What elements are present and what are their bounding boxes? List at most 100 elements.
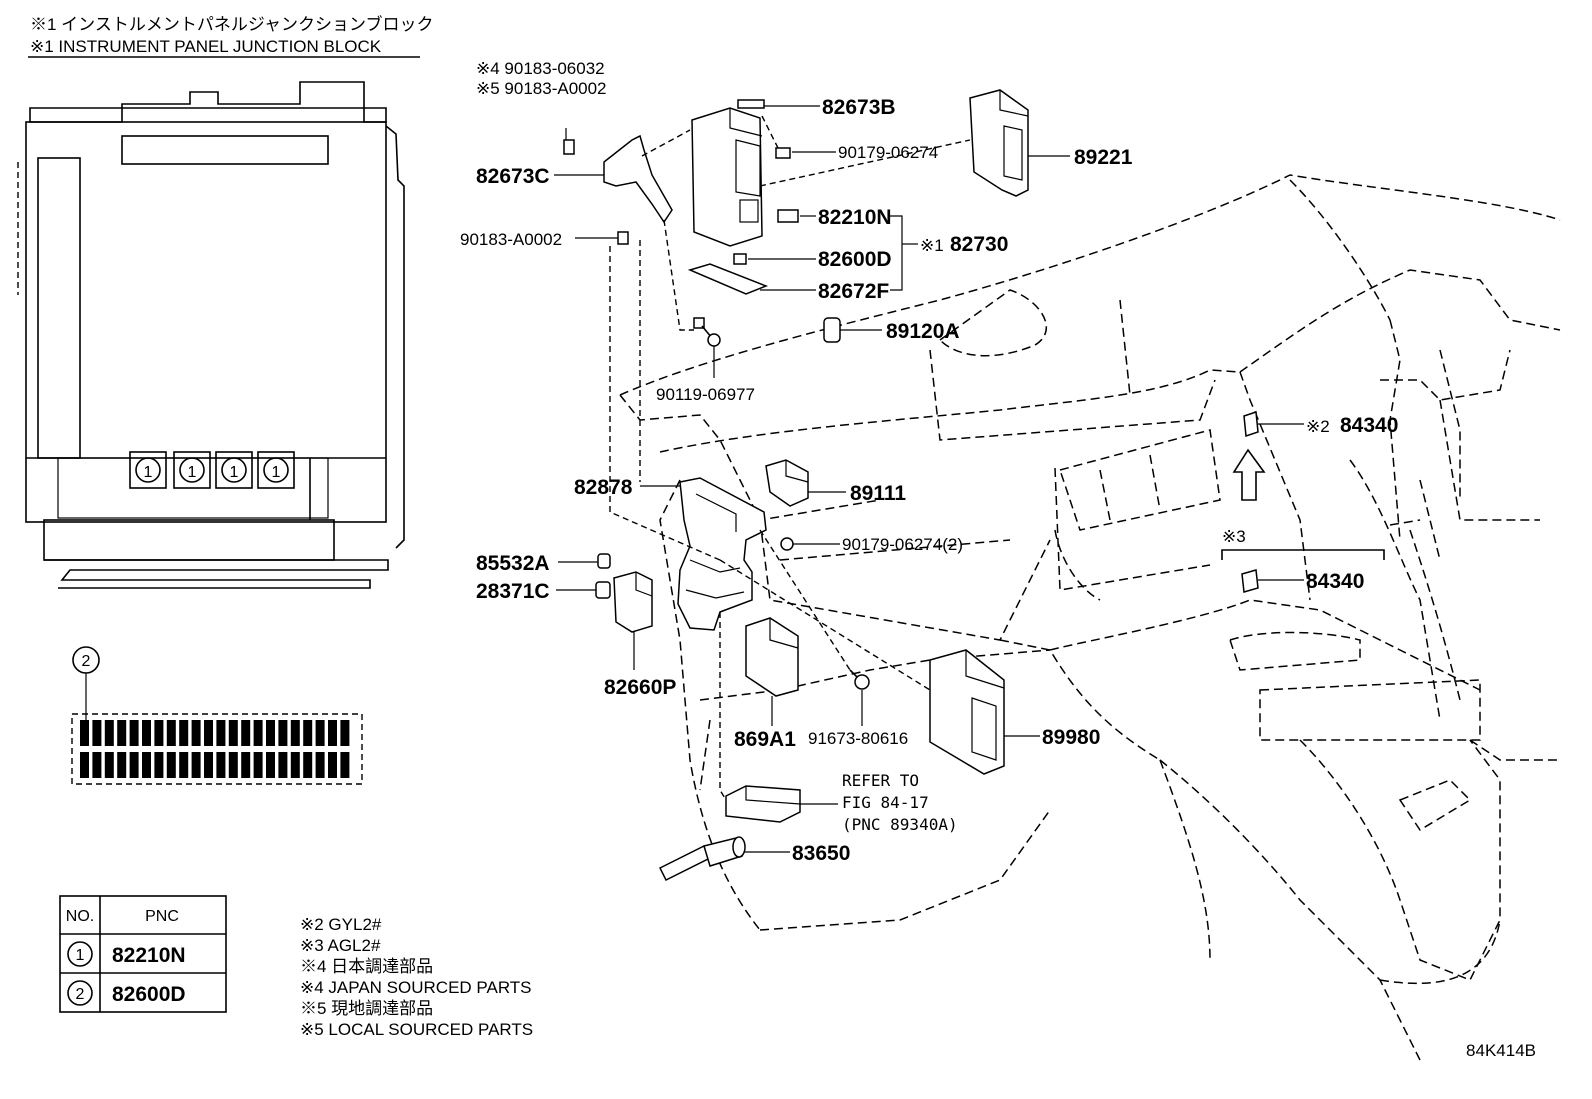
fuse-cell <box>228 720 238 746</box>
fuse-cell <box>92 752 102 778</box>
fuse-cell <box>117 752 127 778</box>
label-refer-1: REFER TO <box>842 771 919 790</box>
fuse-cell <box>129 752 139 778</box>
module-89221 <box>969 89 1029 197</box>
note-line: ※3 AGL2# <box>300 936 381 955</box>
leader-lines <box>554 105 1304 853</box>
table-header-no: NO. <box>66 908 94 925</box>
fuse-cell <box>179 752 189 778</box>
label-82730: 82730 <box>950 233 1008 256</box>
fuse-cell <box>216 752 226 778</box>
fuse-cell <box>191 752 201 778</box>
fuse-cell <box>328 720 337 746</box>
table-header-pnc: PNC <box>145 908 179 925</box>
fuse-cell <box>179 720 189 746</box>
fuse-cell <box>266 752 275 778</box>
label-84340-top: 84340 <box>1340 414 1398 437</box>
fuse-cell <box>166 720 176 746</box>
callout-circle-1: 1 1 1 1 <box>135 457 289 483</box>
label-90183-06032: ※4 90183-06032 <box>476 59 605 78</box>
junction-block-drawing <box>17 81 405 589</box>
label-869A1: 869A1 <box>734 728 796 751</box>
label-82673B: 82673B <box>822 96 896 119</box>
fuse-cell <box>241 720 251 746</box>
label-82672F: 82672F <box>818 280 889 303</box>
module-869A1 <box>745 617 799 697</box>
relay-block-82660P <box>613 571 653 633</box>
label-28371C: 28371C <box>476 580 550 603</box>
bolt-91673-80616 <box>849 669 870 690</box>
note-line: ※4 JAPAN SOURCED PARTS <box>300 978 532 997</box>
label-82660P: 82660P <box>604 676 676 699</box>
label-82210N: 82210N <box>818 206 892 229</box>
fuse-cell <box>241 752 251 778</box>
fuse-cell <box>142 752 151 778</box>
label-89111: 89111 <box>850 482 906 505</box>
notes-block: ※2 GYL2# ※3 AGL2# ※4 日本調達部品 ※4 JAPAN SOU… <box>300 915 533 1039</box>
fuse-cell <box>228 752 238 778</box>
label-82878: 82878 <box>574 476 633 499</box>
label-85532A: 85532A <box>476 552 550 575</box>
fuse-cell <box>104 752 114 778</box>
fuse-cell <box>191 720 201 746</box>
sensor-84340 <box>1221 410 1385 593</box>
fuse-cell <box>278 752 288 778</box>
label-84340-mark: ※2 <box>1306 417 1330 436</box>
junction-box-82730 <box>687 99 799 295</box>
bracket-82878 <box>677 477 767 631</box>
label-mark-3: ※3 <box>1222 527 1246 546</box>
fuse-strip-drawing: 2 <box>71 646 363 785</box>
fuse-cell <box>340 752 350 778</box>
fuse-cell <box>117 720 127 746</box>
callout-text: 1 <box>188 464 197 481</box>
part-labels: ※4 90183-06032 ※5 90183-A0002 82673C 901… <box>460 59 1398 865</box>
fuse-cell <box>266 720 275 746</box>
label-refer-2: FIG 84-17 <box>842 793 929 812</box>
fuse-cell <box>303 720 313 746</box>
table-row-no: 2 <box>76 986 85 1003</box>
fuse-cell <box>142 720 151 746</box>
module-89111 <box>765 459 809 507</box>
fuse-cell <box>253 720 263 746</box>
assembly-guide-lines <box>609 115 971 801</box>
label-90183-a0002: 90183-A0002 <box>460 230 562 249</box>
clip-90179 <box>780 537 794 551</box>
label-90179-06274: 90179-06274 <box>838 143 938 162</box>
fuse-cell <box>290 752 300 778</box>
label-89221: 89221 <box>1074 146 1133 169</box>
table-row-pnc: 82600D <box>112 983 186 1006</box>
note-line: ※4 日本調達部品 <box>300 957 433 976</box>
dashboard-outline <box>619 174 1561 1061</box>
table-row-no: 1 <box>76 947 85 964</box>
fuse-cell <box>166 752 176 778</box>
label-82673C: 82673C <box>476 165 550 188</box>
callout-text: 1 <box>230 464 239 481</box>
table-row-pnc: 82210N <box>112 944 186 967</box>
fuse-cell <box>315 720 325 746</box>
module-89340A <box>725 785 801 823</box>
bracket-82673C <box>563 134 673 245</box>
fuse-cell <box>80 752 89 778</box>
fuse-cell <box>129 720 139 746</box>
header-title-en: ※1 INSTRUMENT PANEL JUNCTION BLOCK <box>30 37 382 56</box>
pnc-table: NO. PNC 1 82210N 2 82600D <box>59 895 227 1013</box>
label-90179-06274-2: 90179-06274(2) <box>842 535 963 554</box>
figure-code: 84K414B <box>1466 1041 1536 1060</box>
label-89120A: 89120A <box>886 320 960 343</box>
fuse-cell <box>92 720 102 746</box>
label-90183-a0002-top: ※5 90183-A0002 <box>476 79 607 98</box>
bolt-90119-06977 <box>693 317 721 347</box>
fuse-cell <box>315 752 325 778</box>
label-83650: 83650 <box>792 842 850 865</box>
label-82600D: 82600D <box>818 248 892 271</box>
fuse-cell <box>340 720 350 746</box>
fuse-cell <box>104 720 114 746</box>
fuse-cell <box>290 720 300 746</box>
note-line: ※2 GYL2# <box>300 915 382 934</box>
label-90119-06977: 90119-06977 <box>656 385 755 404</box>
fuse-cell <box>253 752 263 778</box>
label-91673-80616: 91673-80616 <box>808 729 908 748</box>
fuse-cell <box>303 752 313 778</box>
note-line: ※5 LOCAL SOURCED PARTS <box>300 1020 533 1039</box>
